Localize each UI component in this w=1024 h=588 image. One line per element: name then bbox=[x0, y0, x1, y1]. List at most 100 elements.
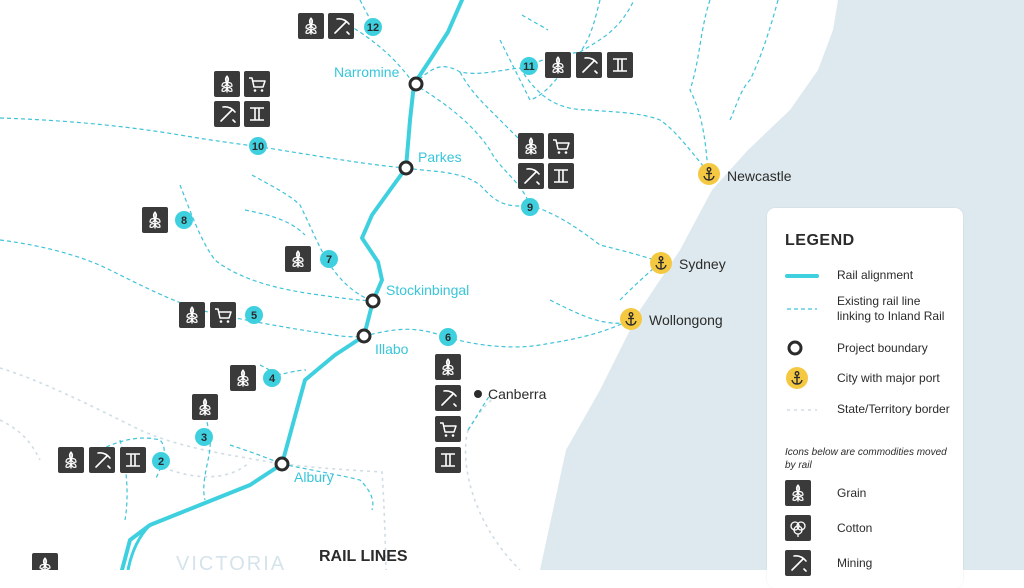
tiles-line-7 bbox=[285, 246, 311, 272]
mining-icon bbox=[89, 447, 115, 473]
legend-label-city-port: City with major port bbox=[837, 370, 940, 385]
tiles-line-2 bbox=[58, 447, 146, 473]
steel-icon bbox=[435, 447, 461, 473]
line-badge-6: 6 bbox=[439, 328, 457, 346]
city-label-albury: Albury bbox=[294, 469, 334, 485]
svg-text:6: 6 bbox=[445, 332, 451, 344]
legend-label-project-boundary: Project boundary bbox=[837, 340, 928, 355]
cart-icon bbox=[244, 71, 270, 97]
grain-icon bbox=[192, 394, 218, 420]
city-canberra: Canberra bbox=[474, 386, 547, 402]
line-badge-9: 9 bbox=[521, 198, 539, 216]
line-badge-3: 3 bbox=[195, 428, 213, 446]
commodity-tiles bbox=[32, 13, 633, 570]
state-label-victoria: VICTORIA bbox=[176, 553, 286, 570]
mining-icon bbox=[328, 13, 354, 39]
boundary-stockinbingal bbox=[365, 293, 381, 309]
project-boundary-icon bbox=[787, 340, 803, 356]
line-badge-11: 11 bbox=[520, 57, 538, 75]
state-borders bbox=[0, 367, 521, 570]
grain-icon bbox=[58, 447, 84, 473]
rail-alignment bbox=[120, 0, 464, 570]
svg-text:8: 8 bbox=[181, 215, 187, 227]
legend-label-existing-line: Existing rail line linking to Inland Rai… bbox=[837, 294, 945, 323]
legend-label-grain: Grain bbox=[837, 485, 867, 500]
cart-icon bbox=[435, 416, 461, 442]
legend-row-cotton: Cotton bbox=[785, 515, 955, 541]
city-label-illabo: Illabo bbox=[375, 341, 409, 357]
mining-icon bbox=[518, 163, 544, 189]
cart-icon bbox=[210, 302, 236, 328]
map-title: RAIL LINES bbox=[319, 548, 408, 565]
city-label-stockinbingal: Stockinbingal bbox=[386, 282, 469, 298]
mining-icon bbox=[214, 101, 240, 127]
cart-icon bbox=[548, 133, 574, 159]
legend-row-existing-line: Existing rail line linking to Inland Rai… bbox=[785, 294, 955, 324]
port-newcastle: Newcastle bbox=[698, 163, 792, 185]
city-label-parkes: Parkes bbox=[418, 149, 462, 165]
grain-icon bbox=[298, 13, 324, 39]
boundary-albury bbox=[274, 456, 290, 472]
anchor-icon bbox=[786, 367, 808, 389]
port-label-wollongong: Wollongong bbox=[649, 312, 723, 328]
port-wollongong: Wollongong bbox=[620, 308, 723, 330]
svg-text:4: 4 bbox=[269, 373, 276, 385]
steel-icon bbox=[120, 447, 146, 473]
boundary-illabo bbox=[356, 328, 372, 344]
line-badge-8: 8 bbox=[175, 211, 193, 229]
tiles-line-8 bbox=[142, 207, 168, 233]
city-label-canberra: Canberra bbox=[488, 386, 547, 402]
state-border-swatch bbox=[787, 408, 817, 411]
grain-icon bbox=[785, 480, 811, 506]
tiles-line-6 bbox=[435, 354, 461, 473]
cotton-icon bbox=[785, 515, 811, 541]
grain-icon bbox=[518, 133, 544, 159]
line-badge-7: 7 bbox=[320, 250, 338, 268]
legend-label-cotton: Cotton bbox=[837, 520, 873, 535]
tiles-line-9 bbox=[518, 133, 574, 189]
svg-text:12: 12 bbox=[367, 22, 379, 34]
svg-text:9: 9 bbox=[527, 202, 533, 214]
port-sydney: Sydney bbox=[650, 252, 726, 274]
tiles-line-12 bbox=[298, 13, 354, 39]
legend-label-state-border: State/Territory border bbox=[837, 402, 950, 416]
svg-text:3: 3 bbox=[201, 432, 207, 444]
project-boundaries bbox=[274, 76, 424, 472]
svg-text:11: 11 bbox=[523, 61, 535, 73]
legend-row-mining: Mining bbox=[785, 550, 955, 576]
line-badge-4: 4 bbox=[263, 369, 281, 387]
legend-row-grain: Grain bbox=[785, 480, 955, 506]
grain-icon bbox=[435, 354, 461, 380]
legend-row-state-border: State/Territory border bbox=[785, 402, 955, 417]
rail-alignment-branch bbox=[126, 523, 152, 570]
mining-icon bbox=[435, 385, 461, 411]
steel-icon bbox=[548, 163, 574, 189]
legend-row-project-boundary: Project boundary bbox=[785, 338, 955, 358]
tiles-line-11 bbox=[545, 52, 633, 78]
svg-text:10: 10 bbox=[252, 141, 264, 153]
tiles-line-3 bbox=[192, 394, 218, 420]
port-label-sydney: Sydney bbox=[679, 256, 726, 272]
svg-text:7: 7 bbox=[326, 254, 332, 266]
mining-icon bbox=[785, 550, 811, 576]
legend-label-mining: Mining bbox=[837, 555, 873, 570]
grain-icon bbox=[214, 71, 240, 97]
legend-panel: LEGEND Rail alignment Existing rail line… bbox=[767, 208, 963, 588]
svg-text:5: 5 bbox=[251, 310, 257, 322]
legend-commodities-note: Icons below are commodities moved by rai… bbox=[785, 447, 947, 471]
legend-title: LEGEND bbox=[785, 232, 855, 249]
line-badge-2: 2 bbox=[152, 452, 170, 470]
boundary-parkes bbox=[398, 160, 414, 176]
legend-row-city-port: City with major port bbox=[785, 366, 955, 390]
grain-icon bbox=[545, 52, 571, 78]
tiles-line-4 bbox=[230, 365, 256, 391]
rail-alignment-swatch bbox=[785, 273, 819, 278]
tiles-line-5 bbox=[179, 302, 236, 328]
line-badge-10: 10 bbox=[249, 137, 267, 155]
grain-icon bbox=[142, 207, 168, 233]
grain-icon bbox=[285, 246, 311, 272]
grain-icon bbox=[179, 302, 205, 328]
port-label-newcastle: Newcastle bbox=[727, 168, 792, 184]
svg-text:2: 2 bbox=[158, 456, 164, 468]
line-badge-5: 5 bbox=[245, 306, 263, 324]
